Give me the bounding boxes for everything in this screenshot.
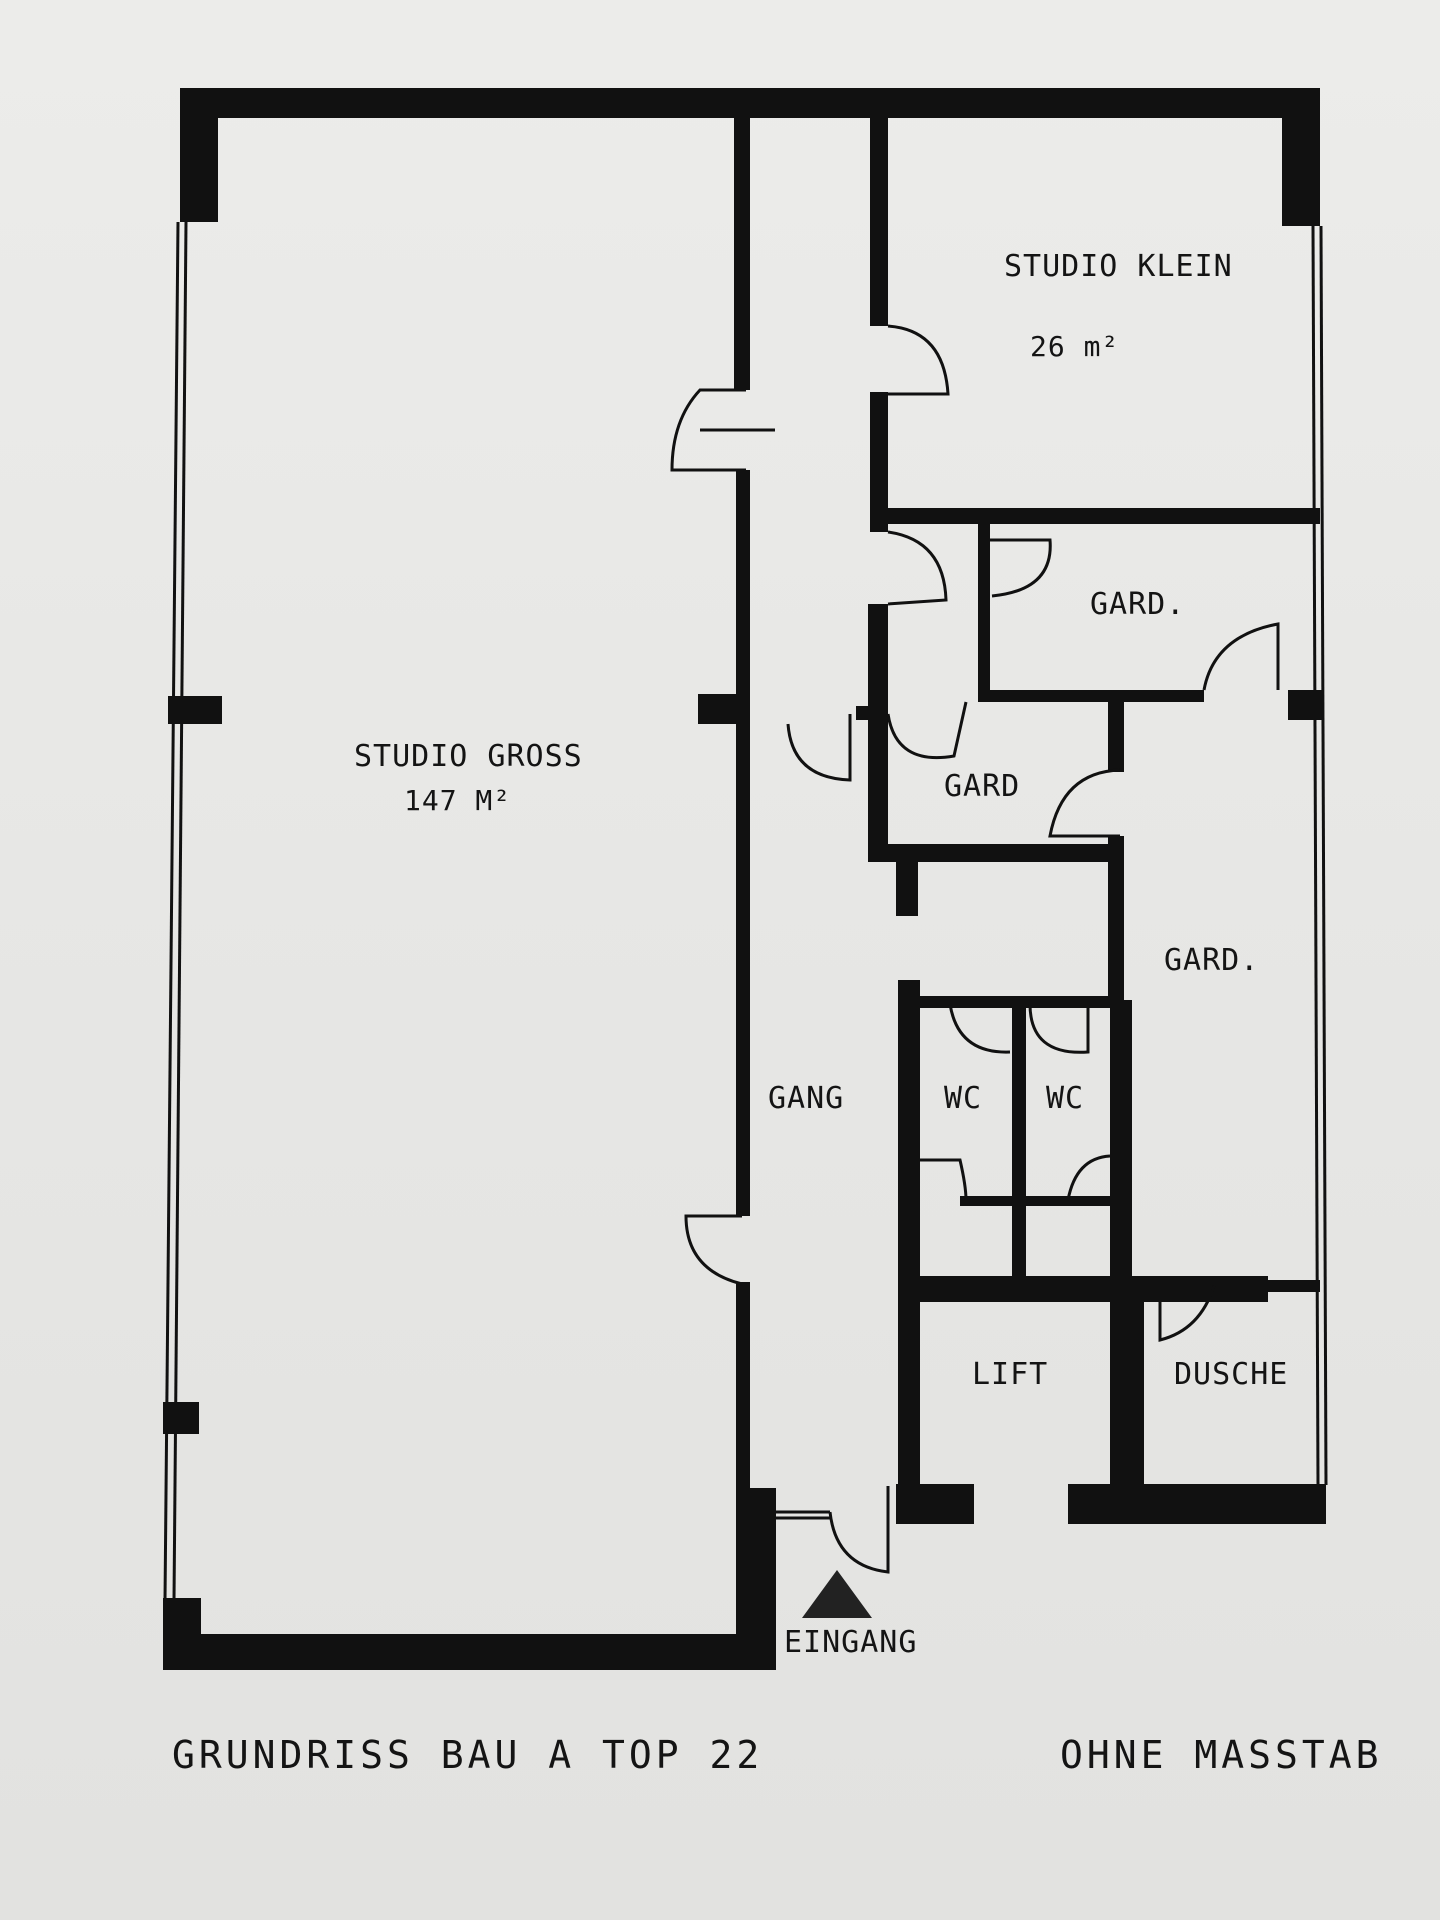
- right-pillar-middle: [1288, 690, 1324, 720]
- left-pillar-lower: [163, 1402, 199, 1434]
- wall-pillar: [698, 694, 750, 724]
- room-label-studio-klein: STUDIO KLEIN: [1004, 249, 1233, 284]
- gard-middle-right-wall-lower: [1108, 836, 1124, 996]
- entrance-door[interactable]: [828, 1486, 890, 1574]
- door-wc-left-upper[interactable]: [948, 1003, 1011, 1054]
- door-gard-upper-outer[interactable]: [1202, 622, 1280, 691]
- left-pillar-middle: [168, 696, 222, 724]
- entrance-arrow-icon: [802, 1570, 872, 1618]
- room-label-wc-left: WC: [944, 1081, 982, 1116]
- corner-pillar-top-right: [1282, 88, 1320, 226]
- lift-bottom-left-pillar: [896, 1484, 974, 1524]
- corner-pillar-top-left: [180, 88, 218, 222]
- door-studio-klein[interactable]: [887, 324, 950, 396]
- room-label-gard-middle: GARD: [944, 769, 1020, 804]
- door-studio-gross-lower[interactable]: [684, 1214, 743, 1286]
- door-dusche[interactable]: [1158, 1285, 1216, 1342]
- studio-klein-wall-lower: [870, 392, 888, 532]
- gard-middle-bottom-wall: [868, 844, 1124, 862]
- door-wc-left-lower[interactable]: [920, 1158, 968, 1201]
- gard-middle-walls: [786, 604, 1124, 996]
- gard-middle-right-wall-upper: [1108, 702, 1124, 772]
- gard-upper-walls: [887, 524, 1280, 702]
- entrance-label: EINGANG: [784, 1625, 917, 1660]
- gard-upper-bottom-wall-a: [978, 690, 1108, 702]
- area-label-studio-gross: 147 M²: [404, 784, 511, 817]
- door-gard-right[interactable]: [1048, 768, 1121, 838]
- lift-right-wall: [1116, 1288, 1144, 1484]
- door-wc-right-lower[interactable]: [1066, 1154, 1111, 1201]
- wc-block-left-wall: [898, 980, 920, 1488]
- gard-middle-left-wall: [868, 604, 888, 862]
- room-label-gard-right: GARD.: [1164, 943, 1259, 978]
- wall-segment-2: [736, 470, 750, 1216]
- wc-divider: [1012, 1000, 1026, 1290]
- wc-block-top-pillar: [896, 862, 918, 916]
- bottom-wall: [163, 1634, 775, 1670]
- lift-dusche-walls: [896, 1280, 1326, 1524]
- door-wc-right-upper[interactable]: [1028, 1003, 1090, 1054]
- door-studio-gross-upper[interactable]: [670, 388, 746, 472]
- studio-gross-wall: [670, 112, 776, 1670]
- gard-upper-left-wall: [978, 524, 990, 690]
- door-gard-upper-inner[interactable]: [990, 538, 1052, 598]
- wc-stall-front-wall: [960, 1196, 1116, 1206]
- dusche-top-wall: [1214, 1280, 1320, 1292]
- room-label-gard-upper: GARD.: [1090, 587, 1185, 622]
- room-label-lift: LIFT: [972, 1357, 1048, 1392]
- right-window-line-inner: [1319, 225, 1328, 1486]
- door-hall-upper[interactable]: [887, 530, 948, 606]
- studio-klein-bottom-wall: [870, 508, 1320, 524]
- room-label-studio-gross: STUDIO GROSS: [354, 739, 583, 774]
- room-label-gang: GANG: [768, 1081, 844, 1116]
- room-label-dusche: DUSCHE: [1174, 1357, 1288, 1392]
- door-gard-middle[interactable]: [886, 701, 968, 760]
- caption-plan-title: GRUNDRISS BAU A TOP 22: [172, 1733, 763, 1777]
- entrance-pillar: [736, 1488, 776, 1670]
- studio-klein-walls: [870, 112, 1320, 532]
- right-window-line-outer: [1311, 225, 1320, 1486]
- caption-scale-note: OHNE MASSTAB: [1060, 1733, 1383, 1777]
- area-label-studio-klein: 26 m²: [1030, 330, 1119, 363]
- left-window-line-outer: [163, 221, 180, 1601]
- left-window-line-inner: [172, 221, 188, 1601]
- wall-segment-1: [734, 112, 750, 390]
- lift-bottom-right-wall: [1068, 1484, 1326, 1524]
- room-label-wc-right: WC: [1046, 1081, 1084, 1116]
- studio-klein-wall-upper: [870, 112, 888, 326]
- gard-middle-door-jamb: [856, 706, 888, 720]
- door-gang-middle[interactable]: [786, 714, 852, 782]
- entrance: EINGANG: [776, 1486, 917, 1660]
- outer-walls: [163, 88, 1328, 1670]
- gard-upper-bottom-wall-b: [1108, 690, 1204, 702]
